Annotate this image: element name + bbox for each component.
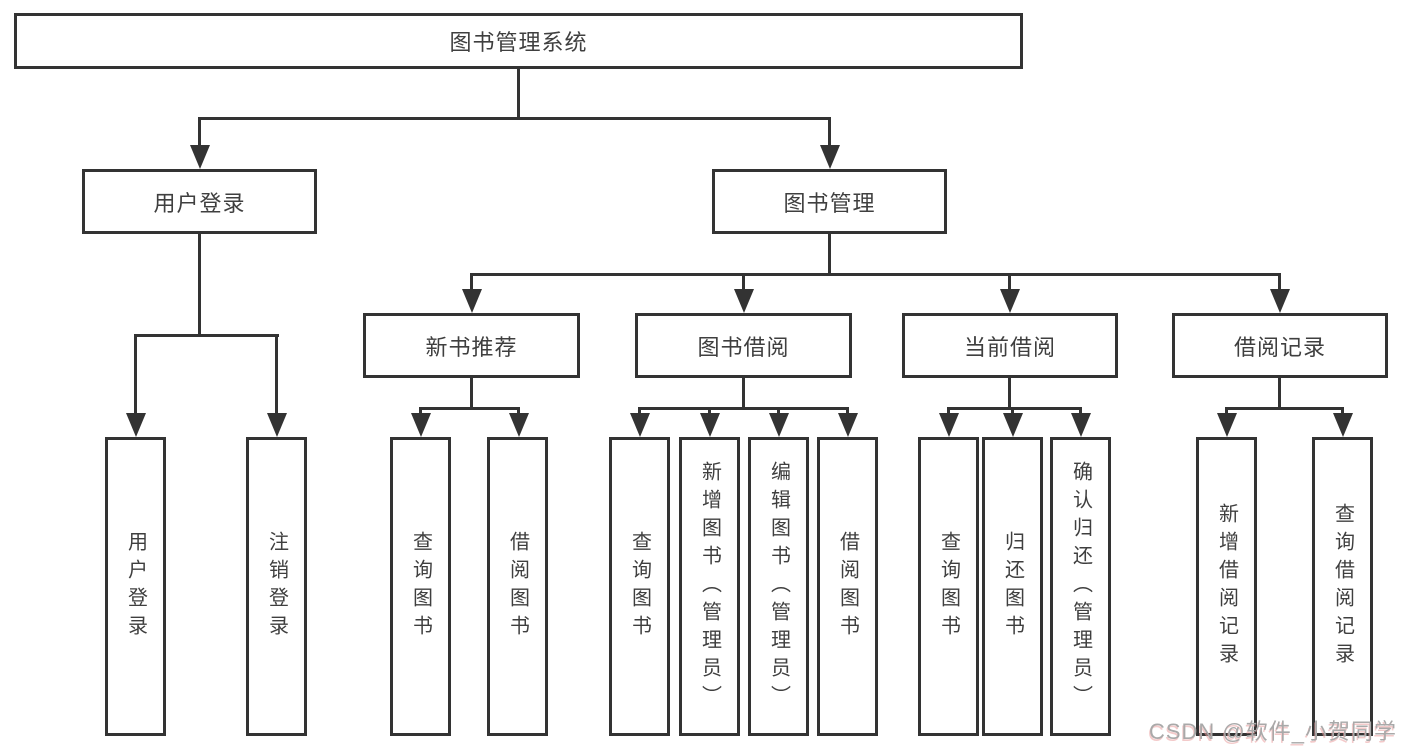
connector-root-stem <box>517 68 520 120</box>
node-current-borrowing-label: 当前借阅 <box>963 334 1056 360</box>
connector-user-login-stem <box>198 232 201 337</box>
arrow-to-leaf-user-login <box>125 334 146 437</box>
node-user-login-label: 用户登录 <box>153 190 246 216</box>
connector-current-borrowing-split <box>947 407 1082 410</box>
connector-book-borrowing-stem <box>742 376 745 410</box>
leaf-query-books-borrow: 查询图书 <box>609 437 670 736</box>
connector-new-book-stem <box>470 376 473 410</box>
node-book-borrowing-label: 图书借阅 <box>697 334 790 360</box>
leaf-borrow-books-recommend: 借阅图书 <box>487 437 548 736</box>
leaf-query-books-recommend: 查询图书 <box>390 437 451 736</box>
leaf-query-books-current-label: 查询图书 <box>937 530 960 643</box>
connector-level3-split <box>470 273 1281 276</box>
connector-borrowing-records-split <box>1225 407 1344 410</box>
connector-user-login-split <box>134 334 279 337</box>
arrow-to-add-books-admin <box>699 407 720 437</box>
node-book-borrowing: 图书借阅 <box>635 313 852 378</box>
arrow-to-book-borrowing <box>733 273 754 313</box>
arrow-to-edit-books-admin <box>768 407 789 437</box>
node-root: 图书管理系统 <box>14 13 1023 69</box>
leaf-borrow-books-recommend-label: 借阅图书 <box>506 530 529 643</box>
node-root-label: 图书管理系统 <box>449 30 588 55</box>
node-current-borrowing: 当前借阅 <box>902 313 1118 378</box>
leaf-edit-books-admin-label: 编辑图书（管理员） <box>767 460 790 713</box>
leaf-confirm-return-admin: 确认归还（管理员） <box>1050 437 1111 736</box>
leaf-confirm-return-admin-label: 确认归还（管理员） <box>1069 460 1092 713</box>
leaf-query-books-recommend-label: 查询图书 <box>409 530 432 643</box>
arrow-to-leaf-logout <box>266 334 287 437</box>
connector-new-book-split <box>419 407 520 410</box>
leaf-add-borrow-record-label: 新增借阅记录 <box>1215 502 1238 671</box>
node-book-management: 图书管理 <box>712 169 947 234</box>
arrow-to-borrowing-records <box>1269 273 1290 313</box>
leaf-return-books: 归还图书 <box>982 437 1043 736</box>
leaf-user-login-label: 用户登录 <box>124 530 147 643</box>
arrow-to-book-management <box>819 117 840 169</box>
leaf-add-books-admin: 新增图书（管理员） <box>679 437 740 736</box>
arrow-to-return-books <box>1002 407 1023 437</box>
leaf-add-books-admin-label: 新增图书（管理员） <box>698 460 721 713</box>
arrow-to-query-books-borrow <box>629 407 650 437</box>
leaf-logout: 注销登录 <box>246 437 307 736</box>
arrow-to-user-login <box>189 117 210 169</box>
leaf-borrow-books: 借阅图书 <box>817 437 878 736</box>
leaf-query-books-borrow-label: 查询图书 <box>628 530 651 643</box>
arrow-to-borrow-books <box>837 407 858 437</box>
connector-book-management-stem <box>828 232 831 276</box>
leaf-query-books-current: 查询图书 <box>918 437 979 736</box>
leaf-query-borrow-record-label: 查询借阅记录 <box>1331 502 1354 671</box>
arrow-to-current-borrowing <box>999 273 1020 313</box>
leaf-borrow-books-label: 借阅图书 <box>836 530 859 643</box>
arrow-to-query-books-current <box>938 407 959 437</box>
leaf-return-books-label: 归还图书 <box>1001 530 1024 643</box>
leaf-query-borrow-record: 查询借阅记录 <box>1312 437 1373 736</box>
node-borrowing-records: 借阅记录 <box>1172 313 1388 378</box>
node-book-management-label: 图书管理 <box>783 190 876 216</box>
leaf-add-borrow-record: 新增借阅记录 <box>1196 437 1257 736</box>
node-new-book-recommend-label: 新书推荐 <box>425 334 518 360</box>
leaf-logout-label: 注销登录 <box>265 530 288 643</box>
arrow-to-confirm-return-admin <box>1070 407 1091 437</box>
connector-book-borrowing-split <box>638 407 849 410</box>
arrow-to-query-borrow-record <box>1332 407 1353 437</box>
connector-level2-split <box>198 117 831 120</box>
csdn-watermark: CSDN @软件_小贺同学 <box>1148 719 1397 744</box>
arrow-to-query-books-recommend <box>410 407 431 437</box>
leaf-user-login: 用户登录 <box>105 437 166 736</box>
arrow-to-new-book-recommend <box>461 273 482 313</box>
arrow-to-borrow-books-recommend <box>508 407 529 437</box>
node-user-login: 用户登录 <box>82 169 317 234</box>
connector-borrowing-records-stem <box>1278 376 1281 410</box>
node-new-book-recommend: 新书推荐 <box>363 313 580 378</box>
arrow-to-add-borrow-record <box>1216 407 1237 437</box>
connector-current-borrowing-stem <box>1008 376 1011 410</box>
leaf-edit-books-admin: 编辑图书（管理员） <box>748 437 809 736</box>
node-borrowing-records-label: 借阅记录 <box>1233 334 1326 360</box>
